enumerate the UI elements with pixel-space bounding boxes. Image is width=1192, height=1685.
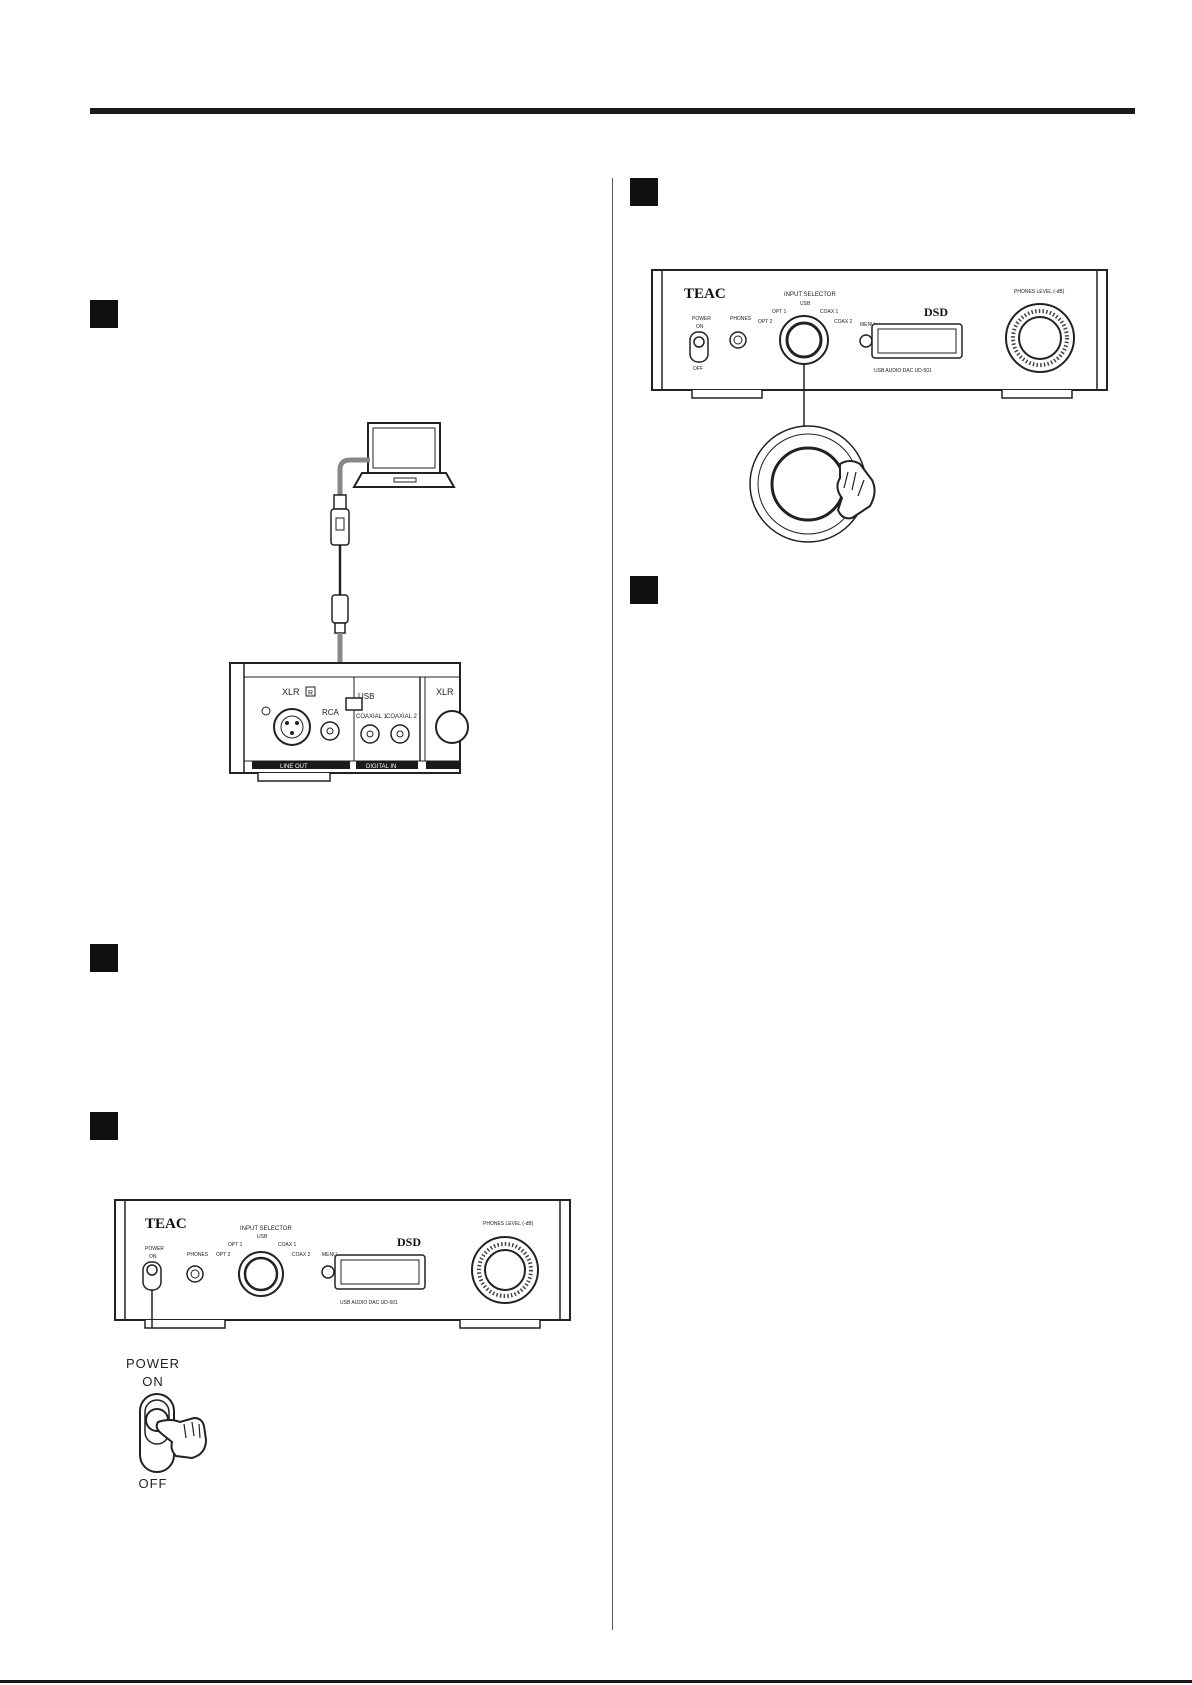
coax2-label: COAX 2 (292, 1252, 311, 1258)
opt2-label-2: OPT 2 (758, 319, 773, 325)
xlr-label: XLR (282, 687, 300, 697)
xlr-right-label: XLR (436, 687, 454, 697)
front-panel-selector: TEAC INPUT SELECTOR USB OPT 1 OPT 2 COAX… (651, 269, 1108, 430)
input-selector-callout (749, 425, 876, 543)
rca-label: RCA (322, 708, 340, 717)
power-on-label-2: ON (696, 324, 704, 330)
brand-logo-2: TEAC (684, 286, 726, 302)
usb-port-label: USB (358, 692, 374, 701)
step-4-marker (630, 178, 658, 206)
front-panel-power: TEAC INPUT SELECTOR USB OPT 1 OPT 2 COAX… (114, 1199, 571, 1329)
dsd-logo-2: DSD (924, 305, 948, 319)
step-2-marker (90, 944, 118, 972)
input-selector-label: INPUT SELECTOR (240, 1226, 292, 1232)
coaxial-2-label: COAXIAL 2 (386, 714, 417, 720)
usb-b-plug (331, 594, 349, 634)
power-callout-title: POWER (125, 1356, 181, 1371)
power-callout-off: OFF (138, 1476, 168, 1491)
line-out-label: LINE OUT (280, 764, 308, 770)
dsd-logo: DSD (397, 1235, 421, 1249)
usb-connection-diagram: XLR R RCA USB COAXIAL 1 COAXIAL 2 XLR LI… (229, 422, 469, 782)
step-1-marker (90, 300, 118, 328)
input-selector-label-2: INPUT SELECTOR (784, 292, 836, 298)
laptop-icon (352, 422, 456, 488)
usb-label: USB (257, 1234, 268, 1240)
power-switch-callout (139, 1393, 208, 1473)
menu-label: MENU (322, 1252, 337, 1258)
channel-r-label: R (308, 690, 313, 697)
coax1-label: COAX 1 (278, 1242, 297, 1248)
power-off-label-2: OFF (693, 366, 703, 372)
power-on-label: ON (149, 1254, 157, 1260)
header-rule (90, 108, 1135, 114)
hand-pointer-icon (155, 1416, 208, 1460)
usb-label-2: USB (800, 301, 811, 307)
column-divider (612, 178, 613, 1630)
phones-level-label-2: PHONES LEVEL (-dB) (1014, 289, 1065, 295)
coax2-label-2: COAX 2 (834, 319, 853, 325)
menu-label-2: MENU (860, 322, 875, 328)
step-3-marker (90, 1112, 118, 1140)
power-label: POWER (145, 1246, 164, 1252)
power-label-2: POWER (692, 316, 711, 322)
phones-level-label: PHONES LEVEL (-dB) (483, 1221, 534, 1227)
coaxial-1-label: COAXIAL 1 (356, 714, 387, 720)
step-5-marker (630, 576, 658, 604)
power-callout-on: ON (142, 1374, 164, 1389)
hand-turning-icon (836, 460, 876, 520)
digital-in-label: DIGITAL IN (366, 764, 396, 770)
phones-label-2: PHONES (730, 316, 752, 322)
model-label: USB AUDIO DAC UD-501 (340, 1300, 398, 1306)
phones-label: PHONES (187, 1252, 209, 1258)
model-label-2: USB AUDIO DAC UD-501 (874, 368, 932, 374)
usb-a-plug (330, 494, 350, 546)
brand-logo: TEAC (145, 1216, 187, 1232)
opt2-label: OPT 2 (216, 1252, 231, 1258)
opt1-label-2: OPT 1 (772, 309, 787, 315)
opt1-label: OPT 1 (228, 1242, 243, 1248)
footer-rule (0, 1680, 1192, 1683)
coax1-label-2: COAX 1 (820, 309, 839, 315)
rear-panel: XLR R RCA USB COAXIAL 1 COAXIAL 2 XLR LI… (229, 662, 469, 782)
